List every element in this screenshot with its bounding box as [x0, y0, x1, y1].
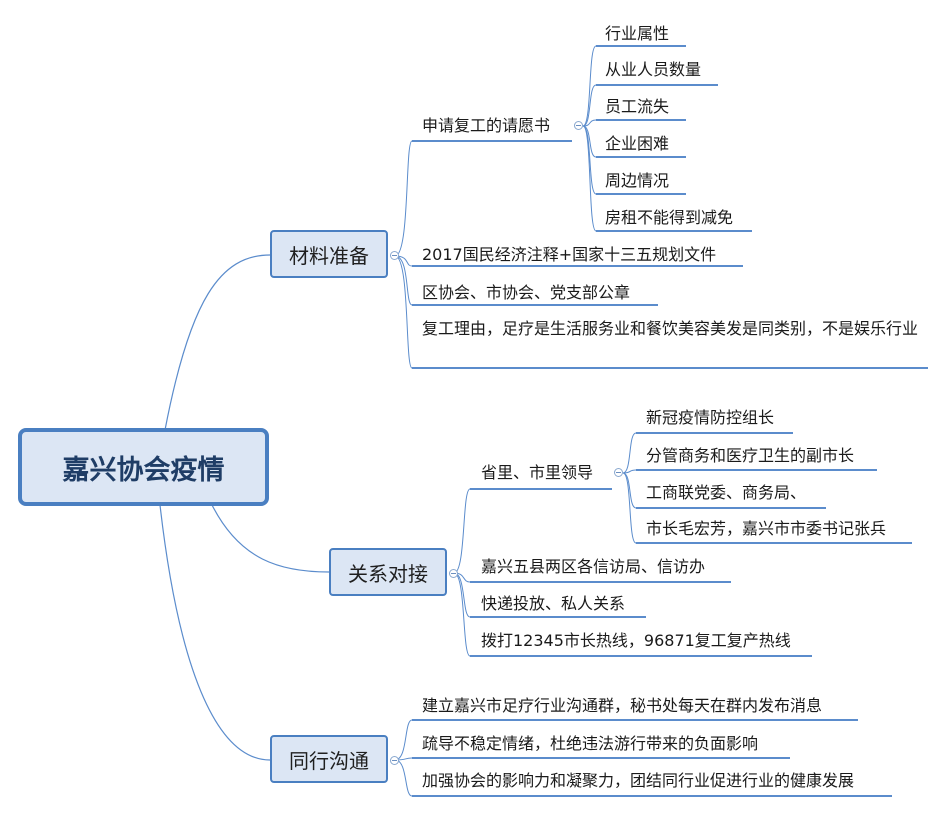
leader-item-mayor[interactable]: 市长毛宏芳，嘉兴市市委书记张兵 — [646, 519, 887, 538]
leader-item-epidemic-lead[interactable]: 新冠疫情防控组长 — [646, 408, 775, 427]
collapse-toggle-leaders[interactable] — [614, 468, 623, 477]
topic-leaders[interactable]: 省里、市里领导 — [481, 463, 594, 482]
topic-soothe-emotions[interactable]: 疏导不稳定情绪，杜绝违法游行带来的负面影响 — [422, 734, 759, 753]
link-petition-5 — [582, 125, 597, 232]
link-petition-2 — [582, 119, 597, 127]
link-root-materials — [164, 254, 271, 431]
topic-hotlines[interactable]: 拨打12345市长热线，96871复工复产热线 — [481, 631, 791, 650]
leader-item-commerce[interactable]: 工商联党委、商务局、 — [646, 483, 807, 502]
collapse-toggle-petition[interactable] — [574, 121, 583, 130]
topic-strengthen-influence[interactable]: 加强协会的影响力和凝聚力，团结同行业促进行业的健康发展 — [422, 771, 855, 790]
petition-item-difficulties[interactable]: 企业困难 — [605, 134, 670, 153]
topic-petition-offices[interactable]: 嘉兴五县两区各信访局、信访办 — [481, 557, 706, 576]
link-petition-1 — [582, 84, 597, 127]
link-leaders-0 — [622, 432, 637, 474]
link-petition-0 — [582, 45, 597, 127]
collapse-toggle-peers[interactable] — [390, 756, 399, 765]
link-root-relations — [211, 504, 330, 573]
link-peers-0 — [394, 719, 413, 761]
link-materials-3 — [394, 255, 413, 369]
link-materials-0 — [394, 140, 413, 257]
link-relations-0 — [453, 488, 471, 574]
petition-item-industry[interactable]: 行业属性 — [605, 24, 670, 43]
leader-item-vice-mayor[interactable]: 分管商务和医疗卫生的副市长 — [646, 446, 855, 465]
link-peers-2 — [394, 759, 413, 797]
petition-item-rent[interactable]: 房租不能得到减免 — [605, 208, 734, 227]
link-root-peers — [159, 504, 271, 761]
branch-peers[interactable]: 同行沟通 — [270, 735, 388, 783]
link-leaders-3 — [622, 472, 637, 544]
petition-item-staff-count[interactable]: 从业人员数量 — [605, 60, 702, 79]
topic-reopen-reason[interactable]: 复工理由，足疗是生活服务业和餐饮美容美发是同类别，不是娱乐行业 — [422, 319, 919, 338]
petition-item-staff-loss[interactable]: 员工流失 — [605, 97, 670, 116]
petition-item-surroundings[interactable]: 周边情况 — [605, 171, 670, 190]
collapse-toggle-materials[interactable] — [390, 251, 399, 260]
link-leaders-1 — [622, 469, 637, 474]
branch-relations[interactable]: 关系对接 — [329, 548, 447, 596]
topic-petition[interactable]: 申请复工的请愿书 — [422, 116, 551, 135]
root-node[interactable]: 嘉兴协会疫情 — [18, 428, 269, 506]
collapse-toggle-relations[interactable] — [449, 569, 458, 578]
branch-materials[interactable]: 材料准备 — [270, 230, 388, 278]
topic-official-seals[interactable]: 区协会、市协会、党支部公章 — [422, 283, 631, 302]
topic-chat-group[interactable]: 建立嘉兴市足疗行业沟通群，秘书处每天在群内发布消息 — [422, 696, 823, 715]
topic-delivery[interactable]: 快递投放、私人关系 — [481, 594, 626, 613]
topic-policy-documents[interactable]: 2017国民经济注释+国家十三五规划文件 — [422, 245, 717, 264]
